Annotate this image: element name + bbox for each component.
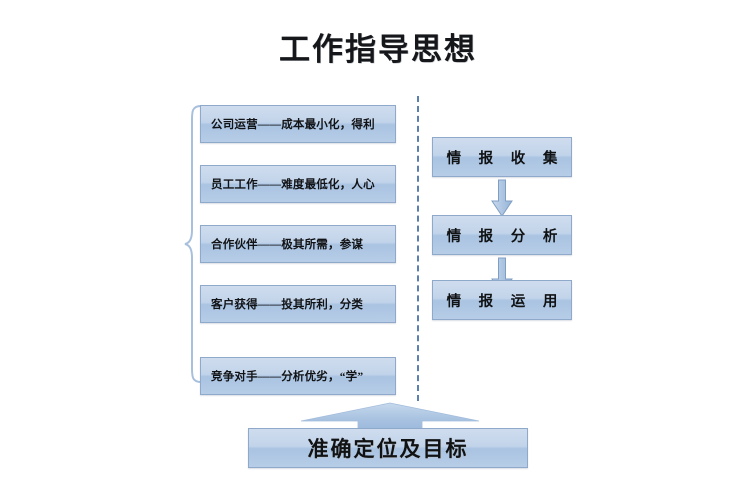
flow-label: 情 报 分 析: [446, 228, 565, 245]
vertical-dashed-divider: [417, 96, 419, 401]
flow-label: 情 报 收 集: [446, 150, 565, 167]
principle-box-partner[interactable]: 合作伙伴——极其所需，参谋: [200, 225, 396, 263]
flow-box-analyze[interactable]: 情 报 分 析: [432, 215, 572, 255]
left-curly-brace: [183, 104, 203, 384]
principle-label: 公司运营——成本最小化，得利: [211, 119, 375, 131]
principle-box-competitor[interactable]: 竞争对手——分析优劣，“学”: [200, 357, 396, 395]
principle-label: 合作伙伴——极其所需，参谋: [211, 239, 364, 251]
flow-label: 情 报 运 用: [446, 293, 565, 310]
flow-box-collect[interactable]: 情 报 收 集: [432, 137, 572, 177]
principle-box-company[interactable]: 公司运营——成本最小化，得利: [200, 105, 396, 143]
flow-box-apply[interactable]: 情 报 运 用: [432, 280, 572, 320]
principle-box-employee[interactable]: 员工工作——难度最低化，人心: [200, 165, 396, 203]
up-arrow-icon: [300, 402, 480, 430]
principle-box-customer[interactable]: 客户获得——投其所利，分类: [200, 285, 396, 323]
principle-label: 客户获得——投其所利，分类: [211, 299, 364, 311]
page-title: 工作指导思想: [279, 32, 477, 67]
principle-label: 员工工作——难度最低化，人心: [211, 179, 375, 191]
down-arrow-icon-1: [491, 179, 513, 217]
principle-label: 竞争对手——分析优劣，“学”: [211, 371, 364, 383]
goal-label: 准确定位及目标: [307, 437, 469, 461]
goal-box[interactable]: 准确定位及目标: [248, 428, 528, 468]
